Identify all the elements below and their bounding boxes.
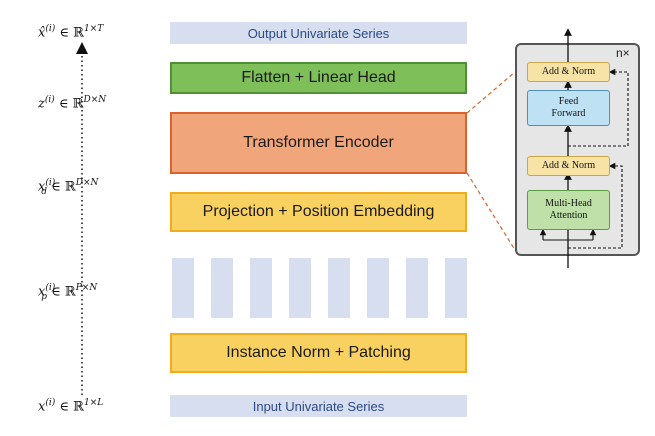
feed-forward-line-1: Feed [558, 96, 579, 107]
patch [367, 258, 389, 318]
patch [172, 258, 194, 318]
multi-head-attention-block: Multi-Head Attention [527, 190, 610, 230]
add-norm-top: Add & Norm [527, 62, 610, 82]
flatten-linear-head-block: Flatten + Linear Head [170, 62, 467, 94]
label-output-series: x̂(i) ∈ ℝ1×T [38, 24, 104, 41]
transformer-encoder-block: Transformer Encoder [170, 112, 467, 174]
projection-position-embedding-block: Projection + Position Embedding [170, 192, 467, 232]
patch [445, 258, 467, 318]
repeat-label: n× [616, 46, 630, 60]
input-series-block: Input Univariate Series [170, 395, 467, 417]
patch [328, 258, 350, 318]
connector-top [466, 71, 516, 114]
patch [289, 258, 311, 318]
multi-head-line-1: Multi-Head [545, 198, 592, 209]
connector-bottom [466, 172, 516, 251]
output-series-block: Output Univariate Series [170, 22, 467, 44]
patch [211, 258, 233, 318]
multi-head-line-2: Attention [549, 210, 588, 221]
add-norm-bottom: Add & Norm [527, 156, 610, 176]
label-input-series: x(i) ∈ ℝ1×L [38, 398, 104, 415]
feed-forward-line-2: Forward [551, 108, 586, 119]
instance-norm-patching-block: Instance Norm + Patching [170, 333, 467, 373]
label-xp: x(i)p ∈ ℝP×N [38, 283, 98, 302]
patch [406, 258, 428, 318]
feed-forward-block: Feed Forward [527, 90, 610, 126]
patch [250, 258, 272, 318]
label-xd: x(i)d ∈ ℝD×N [38, 178, 99, 197]
label-z: z(i) ∈ ℝD×N [38, 95, 107, 112]
